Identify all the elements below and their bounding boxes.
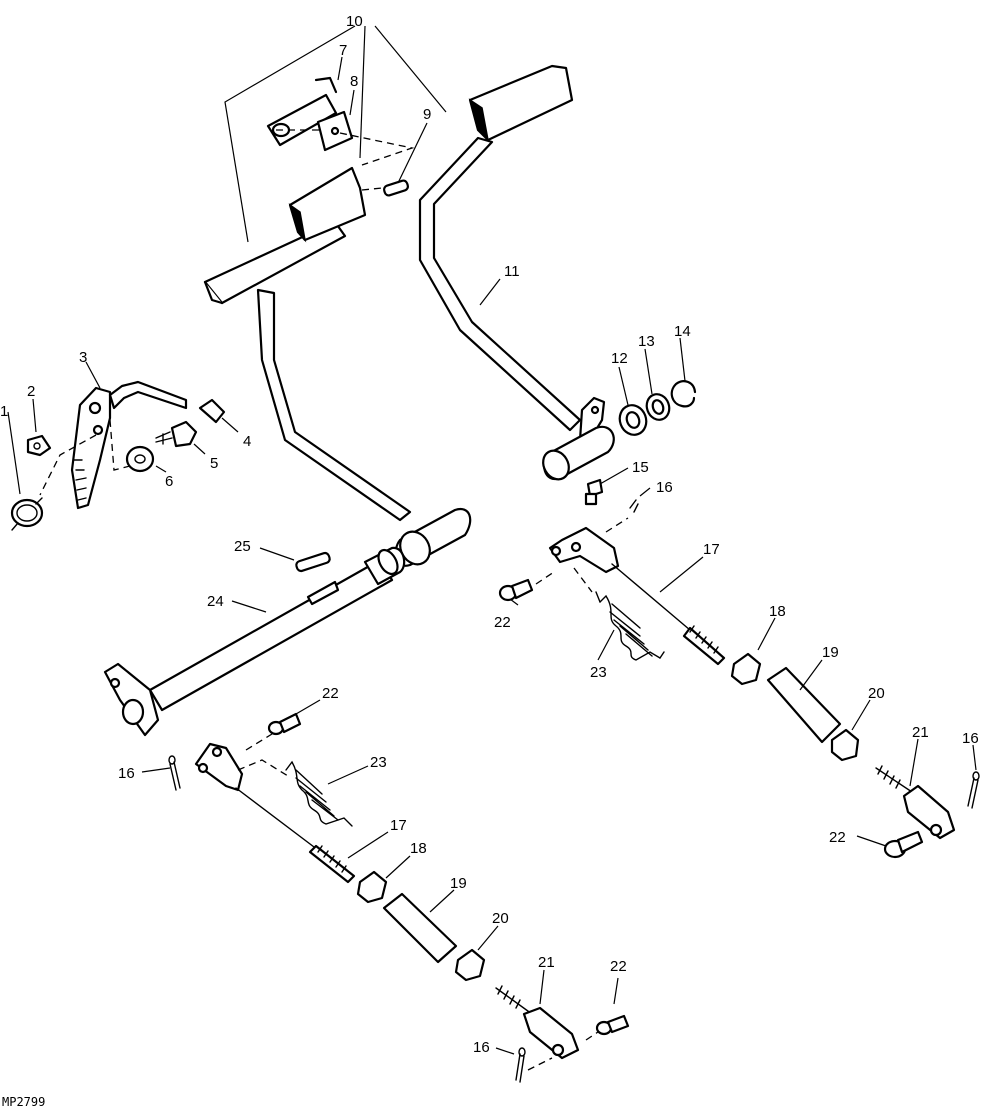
- callout-18-right: 18: [769, 603, 786, 620]
- part-20-nut-right: [830, 728, 860, 762]
- callout-17-lower: 17: [390, 817, 407, 834]
- callout-21-right: 21: [912, 724, 929, 741]
- part-12-washer: [618, 404, 648, 436]
- part-16-cotter-right: [967, 771, 980, 809]
- part-21-yoke-lower: [495, 985, 580, 1060]
- part-1-clip: [10, 497, 44, 531]
- part-2-nut: [26, 434, 52, 457]
- part-3-quadrant: [70, 380, 188, 510]
- callout-1: 1: [0, 403, 8, 420]
- callout-19-right: 19: [822, 644, 839, 661]
- callout-10: 10: [346, 13, 363, 30]
- pedal-assembly-left: [203, 166, 472, 567]
- callout-16-right: 16: [962, 730, 979, 747]
- callout-8: 8: [350, 73, 358, 90]
- callout-6: 6: [165, 473, 173, 490]
- callout-22-lower: 22: [610, 958, 627, 975]
- callout-17-right: 17: [703, 541, 720, 558]
- figure-code: MP2799: [2, 1095, 45, 1109]
- part-9-pin: [382, 179, 410, 197]
- part-19-sleeve-lower: [382, 892, 458, 964]
- part-24-shaft: [103, 546, 406, 737]
- part-16-cotter-upper: [629, 499, 639, 513]
- part-23-spring-right: [595, 591, 665, 661]
- part-4-knob: [198, 398, 226, 424]
- callout-22-right: 22: [829, 829, 846, 846]
- callout-15: 15: [632, 459, 649, 476]
- callout-4: 4: [243, 433, 251, 450]
- callout-24: 24: [207, 593, 224, 610]
- callout-5: 5: [210, 455, 218, 472]
- right-linkage-yoke: [548, 526, 620, 574]
- callout-23-right: 23: [590, 664, 607, 681]
- part-14-clip: [670, 380, 697, 408]
- part-18-nut-lower: [356, 870, 388, 904]
- part-16-cotter-lower: [515, 1047, 526, 1083]
- callout-22-lower-left: 22: [322, 685, 339, 702]
- callout-14: 14: [674, 323, 691, 340]
- part-5-bolt: [155, 420, 198, 448]
- part-21-yoke-right: [875, 765, 956, 840]
- callout-3: 3: [79, 349, 87, 366]
- part-22-pin-lower-left: [267, 712, 302, 736]
- callout-labels: 1 2 3 4 5 6 8 7 9 10 11 12 13 14 15 16 1…: [0, 13, 979, 1056]
- callout-11: 11: [504, 263, 520, 280]
- part-23-spring-lower: [285, 760, 353, 827]
- callout-18-lower: 18: [410, 840, 427, 857]
- callout-7: 7: [339, 42, 347, 59]
- pedal-11: [418, 64, 615, 481]
- callout-13: 13: [638, 333, 655, 350]
- callout-19-lower: 19: [450, 875, 467, 892]
- part-22-pin-lower: [595, 1014, 630, 1036]
- callout-23-lower: 23: [370, 754, 387, 771]
- part-18-nut-right: [730, 652, 762, 686]
- callout-12: 12: [611, 350, 628, 367]
- part-20-nut-lower: [454, 948, 486, 982]
- part-16-cotter-lower-left: [168, 755, 181, 791]
- callout-20-lower: 20: [492, 910, 509, 927]
- callout-9: 9: [423, 106, 431, 123]
- callout-21-lower: 21: [538, 954, 555, 971]
- part-22-pin-upper: [498, 578, 534, 602]
- callout-2: 2: [27, 383, 35, 400]
- callout-22-upper: 22: [494, 614, 511, 631]
- part-25-key: [295, 551, 331, 573]
- part-13-washer: [645, 393, 671, 421]
- callout-16-upper: 16: [656, 479, 673, 496]
- callout-16-lower-left: 16: [118, 765, 135, 782]
- lower-linkage-yoke: [194, 742, 244, 792]
- part-22-pin-right: [883, 830, 924, 859]
- part-6-washer: [125, 445, 155, 473]
- leader-lines: [7, 25, 977, 1055]
- part-19-sleeve-right: [766, 666, 842, 744]
- callout-25: 25: [234, 538, 251, 555]
- part-7-plate: [266, 76, 338, 147]
- part-8-pad: [316, 110, 354, 152]
- callout-20-right: 20: [868, 685, 885, 702]
- callout-16-lower: 16: [473, 1039, 490, 1056]
- part-15-fitting: [584, 478, 604, 506]
